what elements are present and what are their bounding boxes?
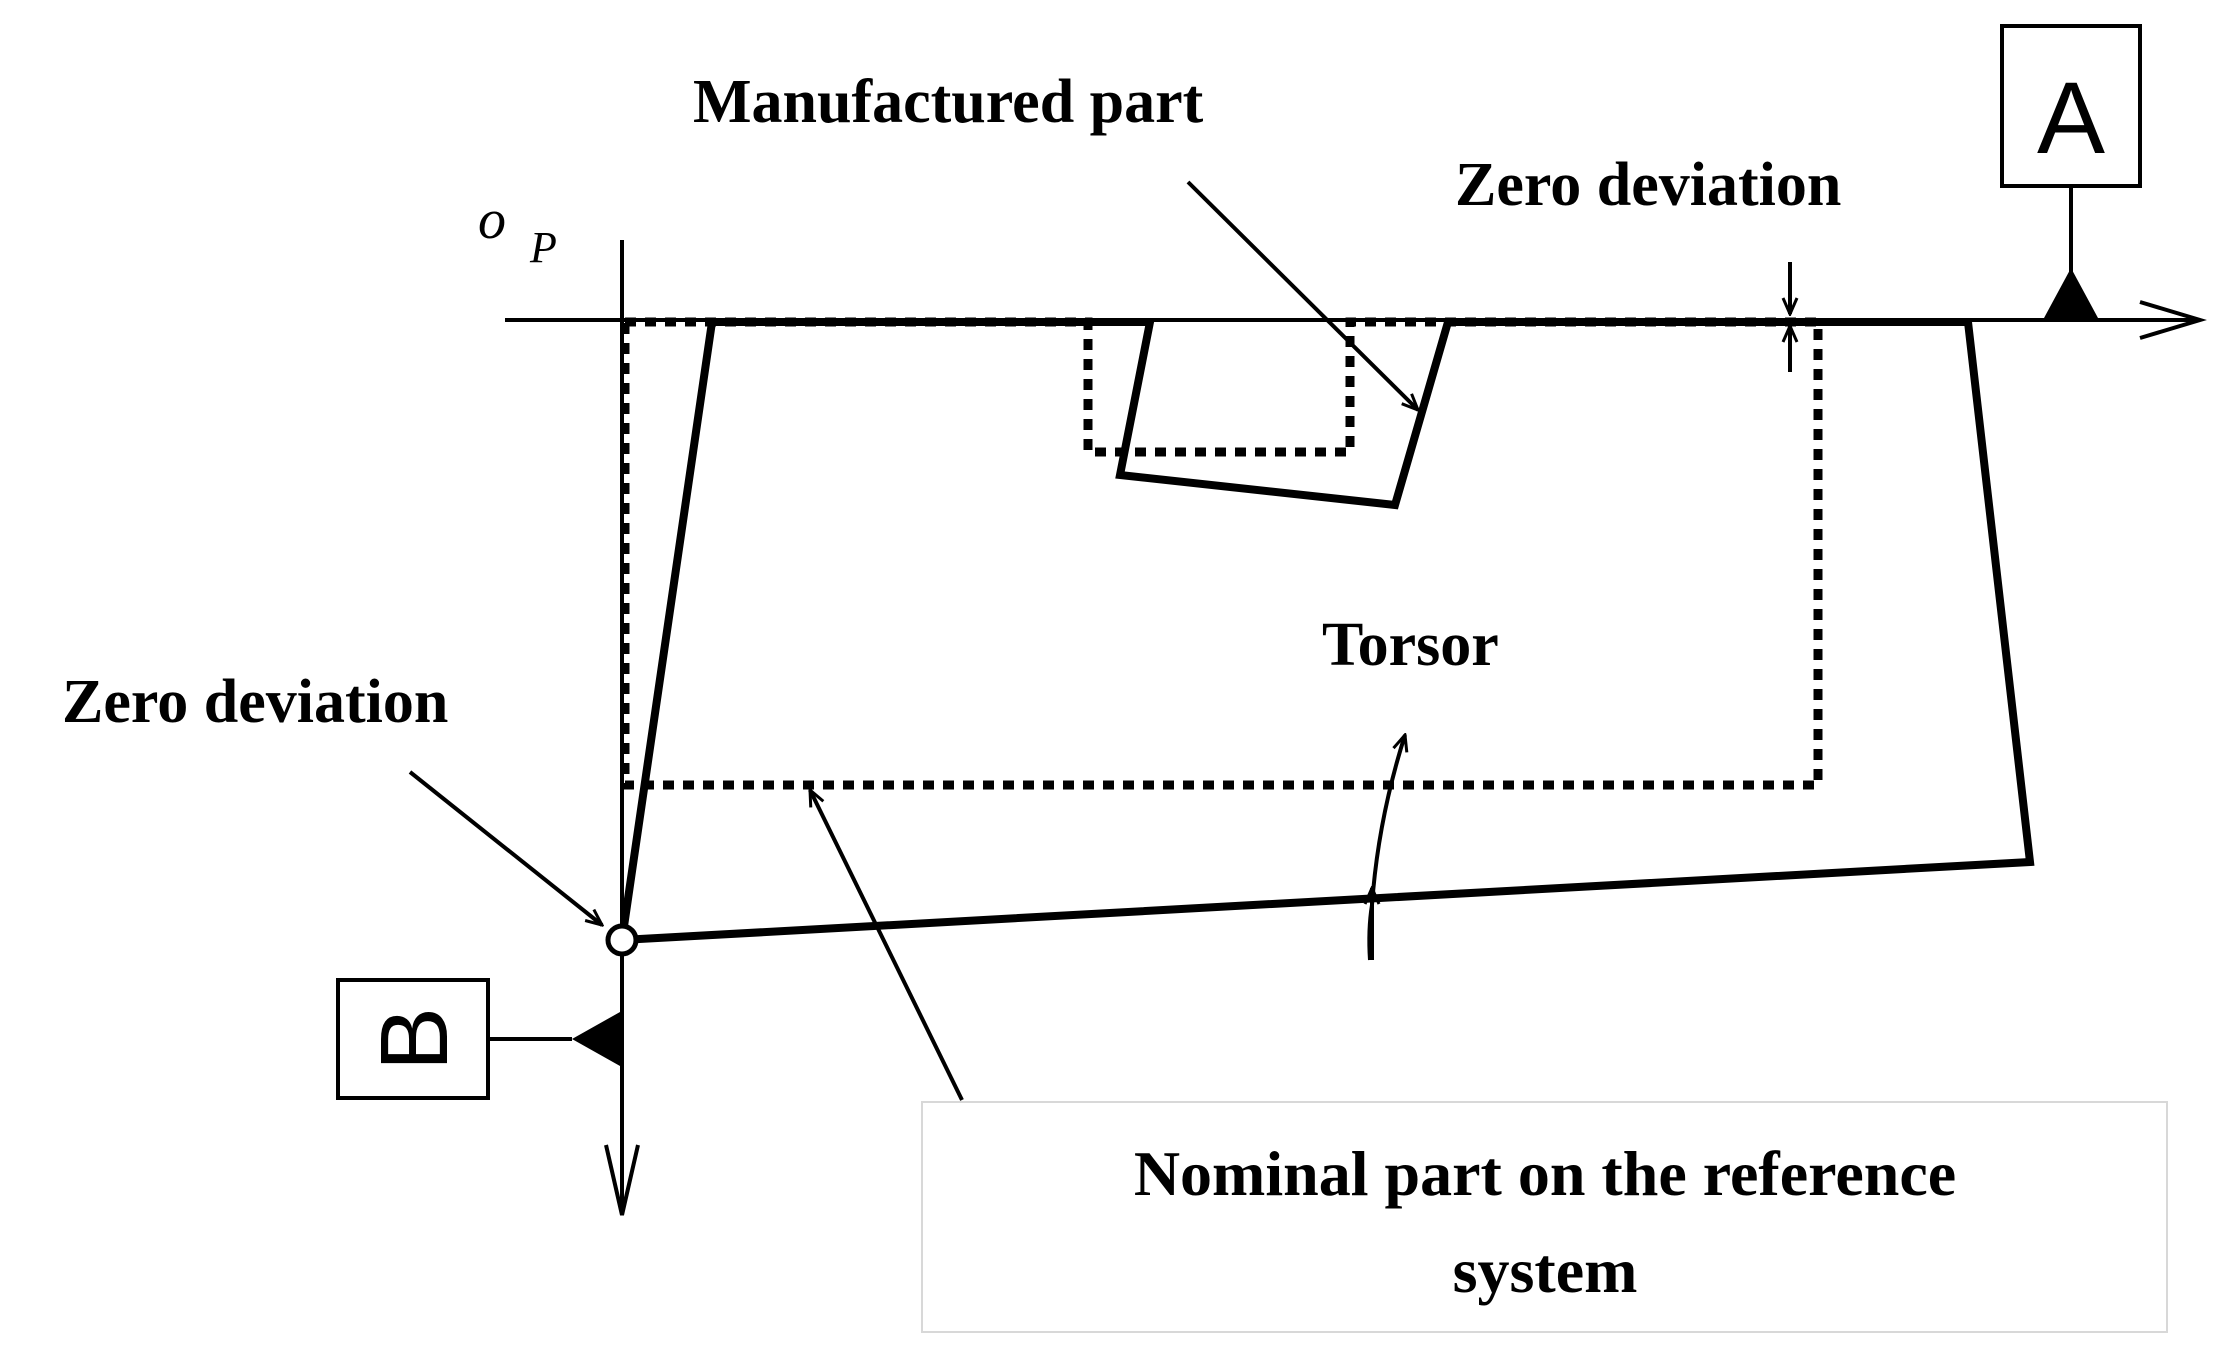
nominal-part-label-line1: Nominal part on the reference [1134, 1138, 1956, 1209]
zero-deviation-point [605, 923, 639, 957]
nominal-part-label-box [921, 1101, 2168, 1333]
datum-a-letter: A [2037, 61, 2105, 175]
manufactured-part-leader [1186, 180, 1418, 410]
manufactured-part-outline [617, 318, 2035, 945]
zero-deviation-left-label: Zero deviation [62, 668, 448, 736]
datum-a-frame [2000, 24, 2142, 188]
nominal-part-label-line2: system [1453, 1235, 1638, 1306]
y-axis-arrowhead [604, 1144, 640, 1216]
zero-deviation-left-leader [408, 770, 602, 925]
datum-a-triangle [2044, 268, 2098, 318]
zero-deviation-top-label: Zero deviation [1455, 151, 1841, 219]
datum-b-triangle [572, 1012, 620, 1066]
nominal-part-leader [808, 790, 964, 1101]
nominal-part-outline [620, 317, 1823, 790]
torsor-arc-upper [1370, 735, 1405, 906]
x-axis-arrowhead [2139, 300, 2207, 340]
torsor-label: Torsor [1322, 611, 1499, 679]
manufactured-part-label: Manufactured part [693, 68, 1204, 136]
origin-o-label: o [478, 189, 506, 251]
origin-p-label: P [529, 223, 557, 272]
datum-b-letter: B [361, 1007, 468, 1071]
